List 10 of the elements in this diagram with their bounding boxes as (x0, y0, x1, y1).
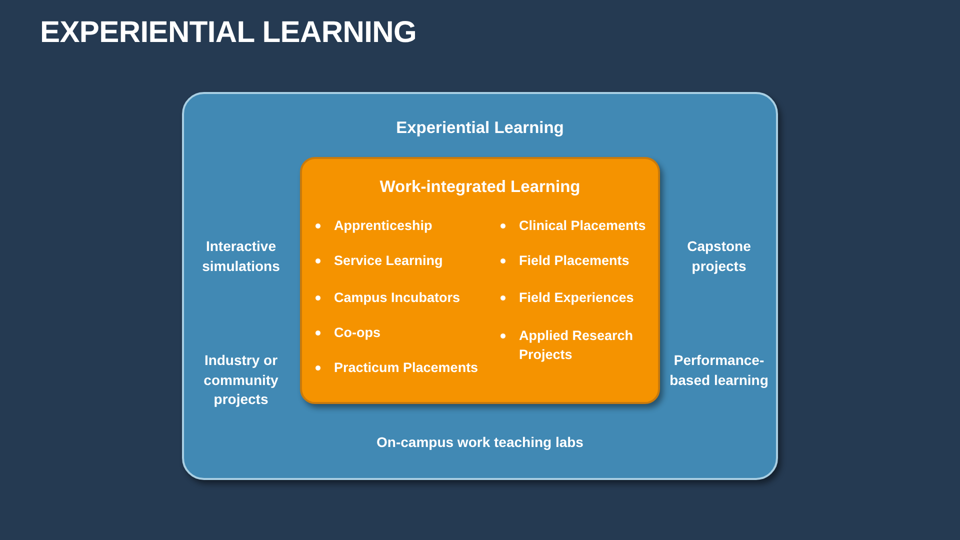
category-text: On-campus work teaching labs (376, 433, 584, 452)
category-text: Interactive simulations (201, 237, 281, 276)
outer-panel (182, 92, 778, 480)
slide-title: EXPERIENTIAL LEARNING (40, 15, 417, 51)
category-text: Industry or community projects (202, 351, 280, 409)
panel-heading: Experiential Learning (395, 118, 565, 138)
panel-heading: Work-integrated Learning (378, 177, 582, 197)
inner-panel (300, 157, 660, 404)
category-text: Capstone projects (686, 237, 752, 276)
category-text: Performance-based learning (668, 351, 770, 390)
